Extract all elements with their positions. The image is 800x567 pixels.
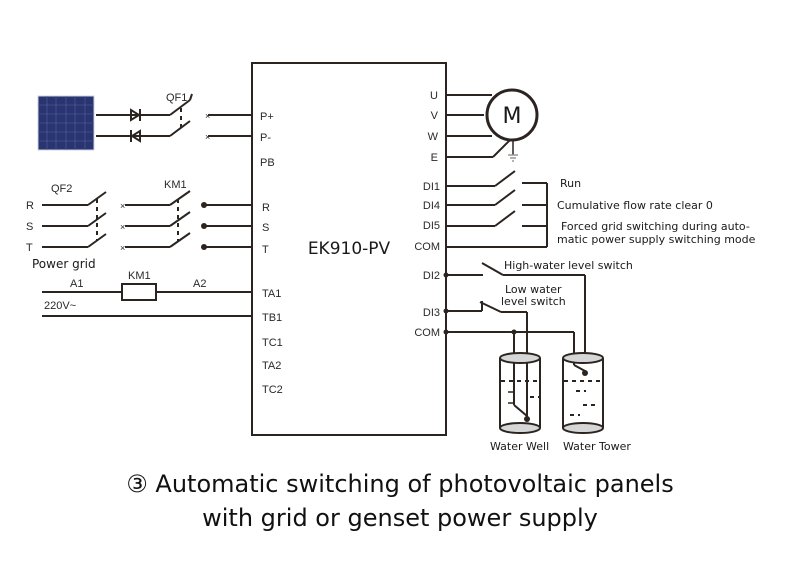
terminal-r: R: [262, 202, 270, 214]
terminal-com-2: COM: [414, 327, 440, 339]
ground-icon: [508, 154, 518, 162]
terminal-ta1: TA1: [262, 288, 281, 300]
run-label: Run: [560, 177, 581, 190]
qf2-label: QF2: [51, 183, 72, 195]
qf1-label: QF1: [166, 92, 187, 104]
high-water-label: High-water level switch: [504, 259, 633, 272]
low-water-label-2: level switch: [501, 295, 566, 308]
coil-km1-label: KM1: [128, 270, 151, 282]
di-inputs: Run Cumulative flow rate clear 0 Forced …: [446, 170, 756, 248]
flow-clear-label: Cumulative flow rate clear 0: [557, 199, 713, 212]
svg-text:×: ×: [205, 132, 210, 142]
low-water-label-1: Low water: [505, 283, 562, 296]
terminal-di5: DI5: [423, 220, 440, 232]
terminal-di2: DI2: [423, 270, 440, 282]
terminal-di3: DI3: [423, 307, 440, 319]
terminal-ta2: TA2: [262, 360, 281, 372]
water-tower-icon: [562, 352, 604, 434]
di4-switch: [494, 189, 516, 206]
svg-text:×: ×: [120, 222, 125, 232]
terminal-u: U: [430, 90, 438, 102]
terminal-s: S: [262, 222, 269, 234]
terminal-di4: DI4: [423, 200, 440, 212]
water-well-icon: [499, 352, 541, 434]
qf1-switch-blade: [169, 99, 191, 116]
motor-icon: [485, 88, 539, 142]
terminal-tc2: TC2: [262, 384, 283, 396]
svg-text:×: ×: [205, 111, 210, 121]
di1-switch: [494, 170, 516, 187]
level-circuit: High-water level switch Low water level …: [443, 259, 633, 453]
terminal-e: E: [431, 152, 438, 164]
km1-coil: [121, 283, 157, 301]
terminal-t: T: [262, 244, 269, 256]
terminal-v: V: [431, 110, 439, 122]
water-well-label: Water Well: [490, 440, 549, 453]
grid-phase-r: R: [26, 200, 34, 212]
forced-grid-label-2: matic power supply switching mode: [557, 233, 756, 246]
terminal-tb1: TB1: [262, 312, 282, 324]
coil-voltage-label: 220V~: [44, 300, 76, 312]
terminal-di1: DI1: [423, 181, 440, 193]
caption-line-1: ③ Automatic switching of photovoltaic pa…: [126, 470, 674, 498]
diode-icon: [130, 108, 141, 122]
forced-grid-label-1: Forced grid switching during auto-: [561, 220, 750, 233]
coil-circuit: A1 A2 KM1 220V~: [42, 270, 252, 317]
pv-circuit: QF1 × ×: [96, 92, 252, 143]
terminal-p-minus: P-: [260, 132, 271, 144]
power-grid-label: Power grid: [32, 257, 96, 271]
terminal-p-plus: P+: [260, 111, 274, 123]
drive-model-label: EK910-PV: [308, 239, 391, 259]
svg-text:×: ×: [120, 201, 125, 211]
caption-line-2: with grid or genset power supply: [202, 504, 598, 532]
grid-phase-t: T: [26, 242, 33, 254]
low-water-switch: [479, 301, 502, 313]
terminal-pb: PB: [260, 157, 275, 169]
high-water-switch: [481, 262, 504, 276]
qf1-switch-blade: [169, 120, 191, 137]
grid-phase-s: S: [26, 221, 33, 233]
terminal-com-1: COM: [414, 241, 440, 253]
coil-a2-label: A2: [193, 278, 206, 290]
drive-box: [251, 62, 447, 436]
solar-panel-icon: [37, 95, 95, 151]
motor-circuit: M: [446, 88, 539, 162]
terminal-w: W: [428, 131, 439, 143]
terminal-tc1: TC1: [262, 337, 283, 349]
svg-text:×: ×: [120, 243, 125, 253]
grid-circuit: R S T QF2 KM1 × × × Power grid: [26, 179, 252, 271]
di5-switch: [494, 210, 516, 227]
water-tower-label: Water Tower: [563, 440, 631, 453]
motor-label: M: [503, 104, 522, 129]
diode-icon: [130, 129, 141, 143]
km1-contactor-label: KM1: [164, 179, 187, 191]
coil-a1-label: A1: [70, 278, 83, 290]
